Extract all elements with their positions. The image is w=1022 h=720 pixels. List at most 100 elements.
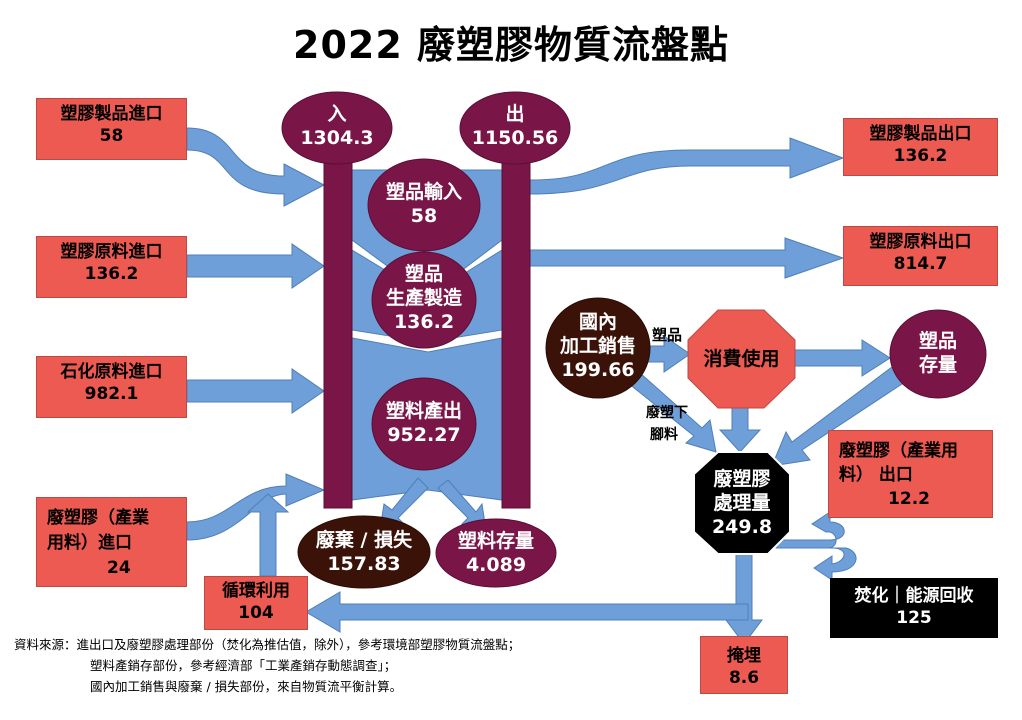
domestic-circle [545, 297, 651, 399]
discard-value: 157.83 [327, 553, 401, 575]
arrow-product-import [186, 127, 326, 207]
arrow-incineration [776, 547, 857, 581]
product-export-box: 塑膠製品出口 136.2 [843, 118, 998, 176]
in-value: 1304.3 [300, 127, 374, 149]
landfill-box: 掩埋 8.6 [700, 636, 788, 694]
incineration-box: 焚化｜能源回收 125 [830, 578, 998, 638]
product-manufacture-circle [371, 251, 477, 349]
product-stock-label2: 存量 [918, 354, 957, 376]
product-manufacture-label1: 塑品 [404, 263, 443, 285]
raw-export-label: 塑膠原料出口 [869, 232, 972, 252]
arrow-scrap [627, 372, 717, 453]
product-export-label: 塑膠製品出口 [869, 124, 972, 144]
waste-treatment-octagon [693, 451, 791, 555]
product-manufacture-label2: 生產製造 [385, 287, 462, 309]
raw-export-box: 塑膠原料出口 814.7 [843, 226, 998, 286]
plastic-output-label: 塑料產出 [385, 400, 462, 422]
waste-export-label1: 廢塑膠（產業用 [839, 441, 958, 461]
petro-import-label: 石化原料進口 [60, 362, 163, 382]
arrow-product-export [529, 137, 845, 195]
recycle-label: 循環利用 [222, 581, 290, 601]
arrow-landfill [725, 551, 763, 645]
landfill-value: 8.6 [728, 668, 760, 688]
consumption-octagon [687, 309, 796, 409]
consumption-node: 消費使用 [688, 347, 795, 371]
waste-export-value: 12.2 [888, 489, 930, 509]
plastic-stock-label: 塑料存量 [457, 530, 534, 552]
discard-node: 廢棄 / 損失 157.83 [299, 528, 429, 576]
waste-import-label1: 廢塑膠（產業 [47, 508, 149, 528]
in-node: 入 1304.3 [287, 102, 387, 150]
plastic-output-value: 952.27 [387, 424, 461, 446]
discard-label: 廢棄 / 損失 [315, 529, 413, 551]
scrap-label2: 腳料 [650, 427, 678, 443]
waste-import-box: 廢塑膠（產業 用料）進口 24 [36, 497, 187, 587]
petro-import-value: 982.1 [84, 384, 139, 404]
in-label: 入 [327, 103, 347, 125]
product-input-value: 58 [410, 205, 438, 227]
plastic-output-circle [371, 377, 477, 471]
product-flow-label: 塑品 [652, 326, 683, 344]
arrow-petro-import [186, 368, 325, 414]
domestic-label2: 加工銷售 [559, 335, 636, 357]
product-import-label: 塑膠製品進口 [60, 104, 163, 124]
landfill-label: 掩埋 [727, 646, 761, 666]
source-line-3: 國內加工銷售與廢棄 / 損失部份，來自物質流平衡計算。 [90, 679, 403, 694]
source-note: 資料來源：進出口及廢塑膠處理部份（焚化為推估值，除外），參考環境部塑膠物質流盤點… [14, 634, 520, 697]
discard-circle [297, 515, 431, 589]
arrow-consumption-stock [794, 339, 891, 377]
product-stock-label1: 塑品 [918, 330, 957, 352]
waste-export-box: 廢塑膠（產業用 料） 出口 12.2 [828, 430, 993, 518]
out-ellipse [459, 91, 571, 165]
waste-treatment-label1: 廢塑膠 [713, 468, 771, 490]
bar-out [501, 147, 531, 509]
raw-import-value: 136.2 [84, 264, 139, 284]
arrow-waste-split [775, 511, 845, 549]
incineration-label: 焚化｜能源回收 [854, 586, 974, 606]
product-manufacture-node: 塑品 生產製造 136.2 [369, 262, 479, 334]
raw-export-value: 814.7 [893, 254, 948, 274]
bar-in [323, 147, 353, 509]
petro-import-box: 石化原料進口 982.1 [36, 356, 187, 418]
consumption-label: 消費使用 [703, 348, 780, 370]
domestic-node: 國內 加工銷售 199.66 [546, 310, 650, 382]
waste-import-value: 24 [107, 558, 131, 578]
raw-import-box: 塑膠原料進口 136.2 [36, 236, 187, 298]
arrow-raw-export [529, 237, 845, 279]
product-stock-node: 塑品 存量 [890, 329, 986, 377]
out-label: 出 [505, 103, 525, 125]
arrow-raw-import [186, 243, 325, 289]
source-line-1: 資料來源：進出口及廢塑膠處理部份（焚化為推估值，除外），參考環境部塑膠物質流盤點… [14, 637, 521, 652]
recycle-box: 循環利用 104 [204, 576, 308, 630]
plastic-output-node: 塑料產出 952.27 [369, 399, 479, 447]
in-ellipse [281, 91, 393, 165]
product-input-node: 塑品輸入 58 [369, 180, 479, 228]
recycle-value: 104 [238, 603, 274, 623]
arrow-consumption-down [718, 405, 762, 453]
raw-import-label: 塑膠原料進口 [60, 242, 163, 262]
plastic-stock-value: 4.089 [465, 554, 527, 576]
waste-export-label2: 料） 出口 [839, 465, 913, 485]
incineration-value: 125 [896, 608, 932, 628]
product-import-value: 58 [99, 126, 124, 146]
waste-treatment-node: 廢塑膠 處理量 249.8 [694, 467, 790, 539]
product-input-circle [367, 158, 481, 252]
product-export-value: 136.2 [893, 146, 948, 166]
waste-treatment-label2: 處理量 [713, 492, 771, 514]
source-line-2: 塑料產銷存部份，參考經濟部「工業產銷存動態調查」； [90, 658, 397, 673]
arrow-recycle-up [246, 493, 290, 577]
arrow-stock-waste [771, 363, 909, 467]
arrow-to-recycle [305, 591, 749, 633]
plastic-stock-node: 塑料存量 4.089 [436, 529, 556, 577]
out-value: 1150.56 [471, 127, 559, 149]
product-import-box: 塑膠製品進口 58 [36, 98, 187, 160]
scrap-label1: 廢塑下 [646, 405, 688, 421]
waste-import-label2: 用料）進口 [47, 533, 132, 553]
waste-treatment-value: 249.8 [711, 516, 773, 538]
product-manufacture-value: 136.2 [393, 311, 455, 333]
out-node: 出 1150.56 [460, 102, 570, 150]
arrow-plastic-stock [437, 479, 487, 531]
plastic-stock-circle [435, 518, 557, 588]
